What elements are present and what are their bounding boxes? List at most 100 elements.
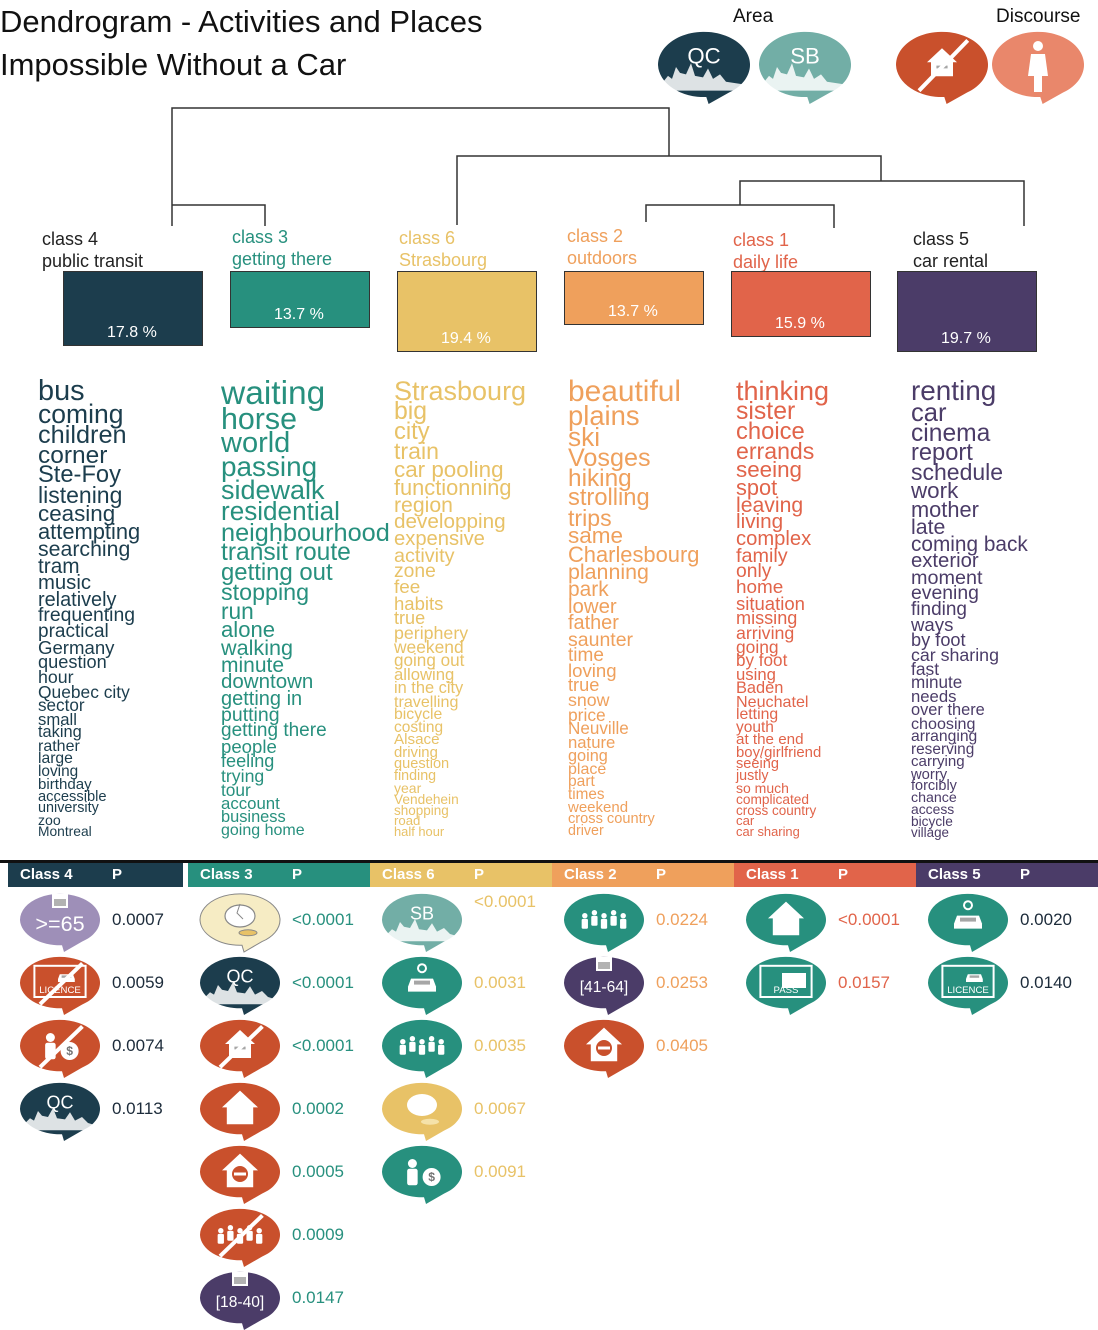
table-header-band-c1 [734, 863, 916, 887]
table-p-header: P [838, 866, 849, 883]
word-item: ski [568, 421, 601, 452]
table-class-header: Class 4 [20, 866, 73, 883]
p-value: 0.0005 [292, 1162, 344, 1181]
word-item: passing [221, 451, 318, 483]
word-item: choosing [911, 714, 976, 733]
word-item: stopping [221, 579, 310, 606]
word-item: lower [568, 595, 617, 618]
class-number: class 2 [567, 226, 624, 246]
word-item: question [38, 652, 107, 672]
word-item: weekend [394, 637, 464, 658]
page-title: Dendrogram - Activities and Places Impos… [0, 0, 1098, 86]
class-label: outdoors [567, 248, 638, 268]
word-item: at the end [736, 731, 804, 749]
svg-text:QC: QC [687, 44, 720, 69]
no-licence-icon: LICENCE [19, 955, 100, 1015]
word-item: train [394, 437, 439, 464]
class-label: getting there [232, 249, 333, 269]
word-item: cross country [736, 803, 817, 819]
word-item: sister [736, 398, 796, 426]
svg-text:[18-40]: [18-40] [216, 1294, 265, 1311]
class-number: class 4 [42, 229, 99, 249]
word-item: place [568, 761, 607, 779]
table-header-band-c4 [8, 863, 183, 887]
word-item: missing [736, 607, 798, 628]
word-item: car sharing [911, 644, 999, 665]
word-item: part [568, 773, 595, 791]
word-item: ways [911, 614, 954, 636]
p-value: <0.0001 [474, 892, 536, 911]
discourse-legend-label: Discourse [996, 6, 1081, 27]
table-p-header: P [656, 866, 667, 883]
word-item: feeling [221, 750, 275, 771]
tree-c2-c1-link [645, 204, 835, 228]
sb-area-icon: SB [381, 892, 462, 952]
word-item: park [568, 578, 609, 602]
word-item: youth [736, 718, 774, 736]
word-item: bus [38, 375, 85, 407]
word-item: searching [38, 536, 131, 561]
word-item: bicycle [394, 705, 443, 723]
legend-woman-discourse-icon [991, 30, 1084, 105]
svg-text:QC: QC [47, 1092, 74, 1112]
word-item: fee [394, 577, 421, 599]
licence-icon: LICENCE [927, 955, 1008, 1015]
word-item: listening [38, 481, 123, 508]
word-item: driving [394, 744, 438, 761]
p-value: 0.0253 [656, 973, 708, 992]
svg-text:>=65: >=65 [35, 911, 84, 936]
word-item: minute [221, 653, 285, 677]
word-item: spot [736, 475, 778, 501]
class-label: Strasbourg [399, 250, 488, 270]
qc-area-icon: QC [199, 955, 280, 1015]
car-key-icon [927, 892, 1008, 952]
word-item: needs [911, 687, 957, 707]
word-item: true [394, 607, 426, 628]
word-item: corner [38, 442, 108, 470]
table-header-band-c5 [916, 863, 1098, 887]
word-item: exterior [911, 550, 979, 573]
word-item: horse [221, 402, 298, 437]
word-item: cinema [911, 419, 991, 447]
class-percent-c3: 13.7 % [274, 306, 324, 323]
class-number: class 1 [733, 230, 790, 250]
p-value: 0.0007 [112, 910, 164, 929]
class-number: class 6 [399, 228, 456, 248]
word-item: evening [911, 581, 979, 604]
word-item: zone [394, 561, 436, 583]
dendrogram-tree [171, 107, 1025, 228]
word-item: Strasbourg [394, 376, 527, 406]
word-item: people [221, 735, 277, 757]
word-item: beautiful [568, 375, 682, 408]
word-item: sector [38, 695, 85, 715]
table-class-header: Class 3 [200, 866, 253, 883]
word-item: road [394, 813, 421, 829]
p-value: 0.0224 [656, 910, 708, 929]
legend-no-car-discourse-icon [895, 30, 988, 105]
word-item: going [736, 637, 779, 658]
table-top-rule [0, 860, 1098, 863]
word-item: bicycle [911, 813, 953, 829]
word-item: seeing [736, 756, 780, 773]
word-item: late [911, 514, 946, 539]
table-class-header: Class 6 [382, 866, 435, 883]
word-item: account [221, 794, 280, 814]
word-item: world [221, 427, 291, 460]
svg-text:QC: QC [227, 966, 254, 986]
table-p-header: P [474, 866, 485, 883]
word-item: boy/girlfriend [736, 744, 822, 761]
word-item: justly [736, 767, 769, 784]
class-percent-c5: 19.7 % [941, 330, 991, 347]
word-item: arriving [736, 622, 795, 643]
house-key-icon [199, 1144, 280, 1204]
word-item: allowing [394, 665, 455, 685]
word-item: plains [568, 399, 640, 431]
p-value: 0.0002 [292, 1099, 344, 1118]
family-home-icon [745, 892, 826, 952]
word-item: getting out [221, 559, 333, 587]
income-icon: $ [381, 1144, 462, 1204]
word-item: residential [221, 496, 340, 527]
word-item: Alsace [394, 731, 440, 749]
